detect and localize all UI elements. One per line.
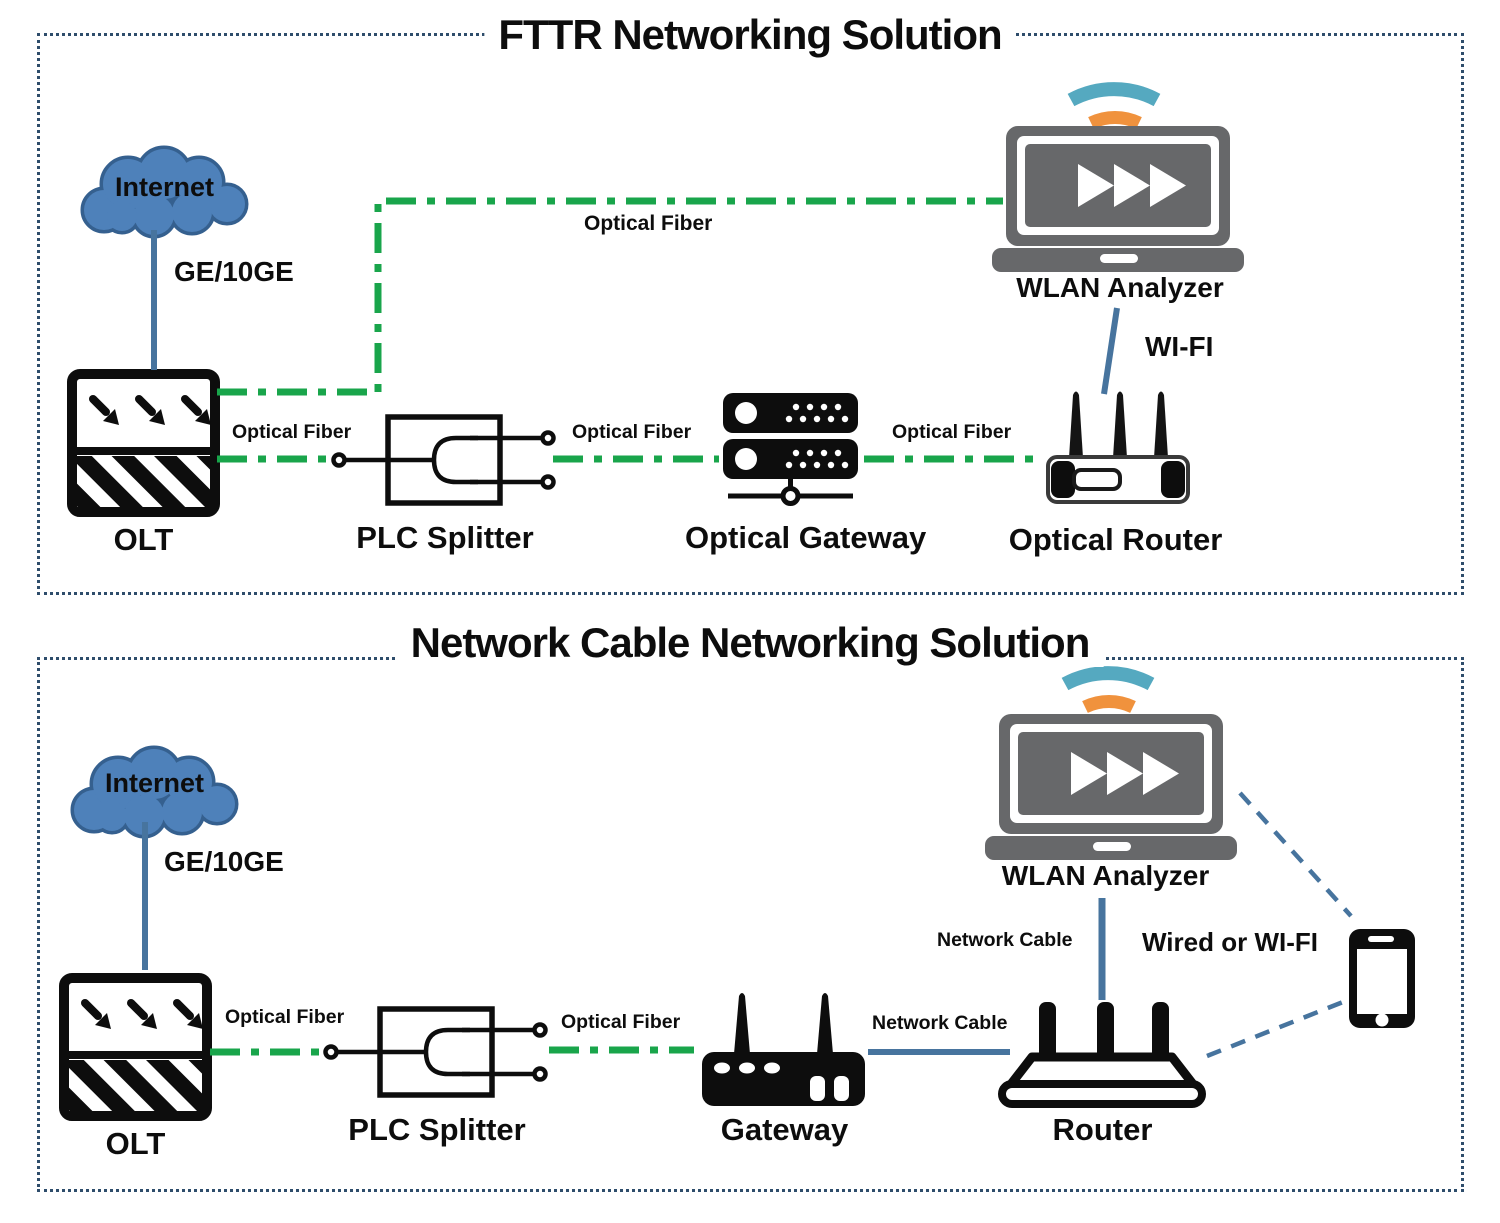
optical-fiber-plc-gateway-label: Optical Fiber	[561, 1011, 681, 1033]
optical-gateway-label: Optical Gateway	[685, 520, 927, 555]
wifi-waves-icon	[1066, 68, 1162, 128]
cable-title: Network Cable Networking Solution	[396, 619, 1104, 667]
internet-label: Internet	[104, 768, 204, 798]
optical-router-label: Optical Router	[1008, 522, 1223, 557]
optical-fiber-olt-plc-label: Optical Fiber	[225, 1006, 345, 1028]
olt-label: OLT	[113, 522, 174, 557]
gateway-icon	[702, 993, 865, 1106]
network-cable-analyzer-router-label: Network Cable	[937, 929, 1073, 951]
fttr-title: FTTR Networking Solution	[484, 11, 1016, 59]
uplink-label: GE/10GE	[164, 846, 284, 877]
plc-splitter-label: PLC Splitter	[348, 1112, 526, 1147]
router-icon	[998, 1002, 1206, 1108]
optical-fiber-plc-gateway-label: Optical Fiber	[572, 421, 692, 443]
olt-icon	[66, 368, 221, 518]
optical-fiber-gateway-router-label: Optical Fiber	[892, 421, 1012, 443]
wired-or-wifi-label: Wired or WI-FI	[1142, 927, 1318, 957]
uplink-label: GE/10GE	[174, 256, 294, 287]
wlan-analyzer-label: WLAN Analyzer	[1001, 860, 1210, 891]
gateway-label: Gateway	[720, 1112, 849, 1147]
plc-splitter-label: PLC Splitter	[356, 520, 534, 555]
optical-fiber-olt-analyzer-label: Optical Fiber	[584, 212, 713, 235]
optical-gateway-icon	[723, 393, 858, 506]
olt-label: OLT	[105, 1126, 166, 1161]
plc-splitter-icon	[330, 410, 560, 510]
wlan-analyzer-laptop-icon	[985, 714, 1237, 860]
network-cable-gateway-router-label: Network Cable	[872, 1012, 1008, 1034]
wifi-link-label: WI-FI	[1145, 331, 1214, 362]
optical-router-icon	[1046, 391, 1190, 504]
wlan-analyzer-laptop-icon	[992, 126, 1244, 272]
olt-icon	[58, 972, 213, 1122]
plc-splitter-icon	[322, 1002, 552, 1102]
optical-fiber-olt-plc-label: Optical Fiber	[232, 421, 352, 443]
router-label: Router	[1052, 1112, 1153, 1147]
internet-label: Internet	[114, 172, 214, 202]
wlan-analyzer-label: WLAN Analyzer	[1016, 272, 1224, 303]
phone-icon	[1349, 929, 1415, 1028]
